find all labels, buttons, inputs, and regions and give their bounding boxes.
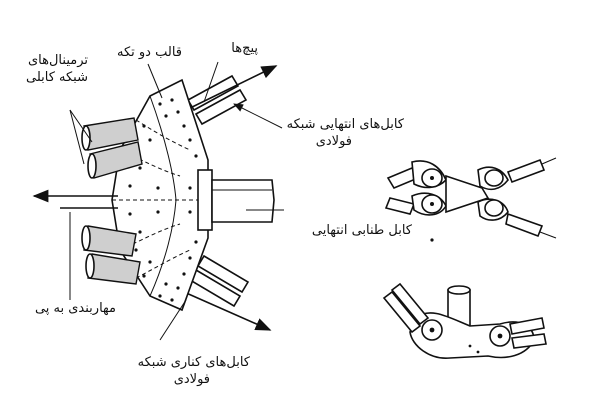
label-cable-terminals-line2: شبکه کابلی <box>25 70 88 85</box>
label-pile-bracing: مهاربندی به پی <box>34 301 116 316</box>
label-cable-terminals-line1: ترمینال‌های <box>28 53 88 68</box>
clamp-detail-top <box>384 157 557 242</box>
label-cable-terminals: ترمینال‌های شبکه کابلی <box>26 52 88 86</box>
socket-detail-bottom <box>382 282 547 359</box>
anchor-assembly <box>32 65 278 331</box>
label-steel-mesh-end-cables: کابل‌های انتهایی شبکه فولادی <box>287 116 404 150</box>
label-steel-mesh-edge-cables: کابل‌های کناری شبکه فولادی <box>138 354 250 388</box>
label-bolts: پیچ‌ها <box>231 41 258 56</box>
leader-lines <box>69 61 284 341</box>
bottom-terminals <box>81 225 141 285</box>
bolt-dots <box>128 98 198 302</box>
label-steel-mesh-edge-cables-line2: فولادی <box>173 372 210 387</box>
label-steel-mesh-end-cables-line1: کابل‌های انتهایی شبکه <box>286 117 404 132</box>
label-end-cable-rope: کابل طنابی انتهایی <box>311 223 412 238</box>
mold-flange <box>197 169 213 231</box>
top-terminals <box>81 117 143 179</box>
end-rope-cable <box>211 179 275 223</box>
label-steel-mesh-edge-cables-line1: کابل‌های کناری شبکه <box>137 355 250 370</box>
label-steel-mesh-end-cables-line2: فولادی <box>315 134 352 149</box>
bottom-cables <box>183 254 272 331</box>
top-cables <box>181 65 278 126</box>
label-two-piece-mold: قالب دو تکه <box>117 45 182 60</box>
